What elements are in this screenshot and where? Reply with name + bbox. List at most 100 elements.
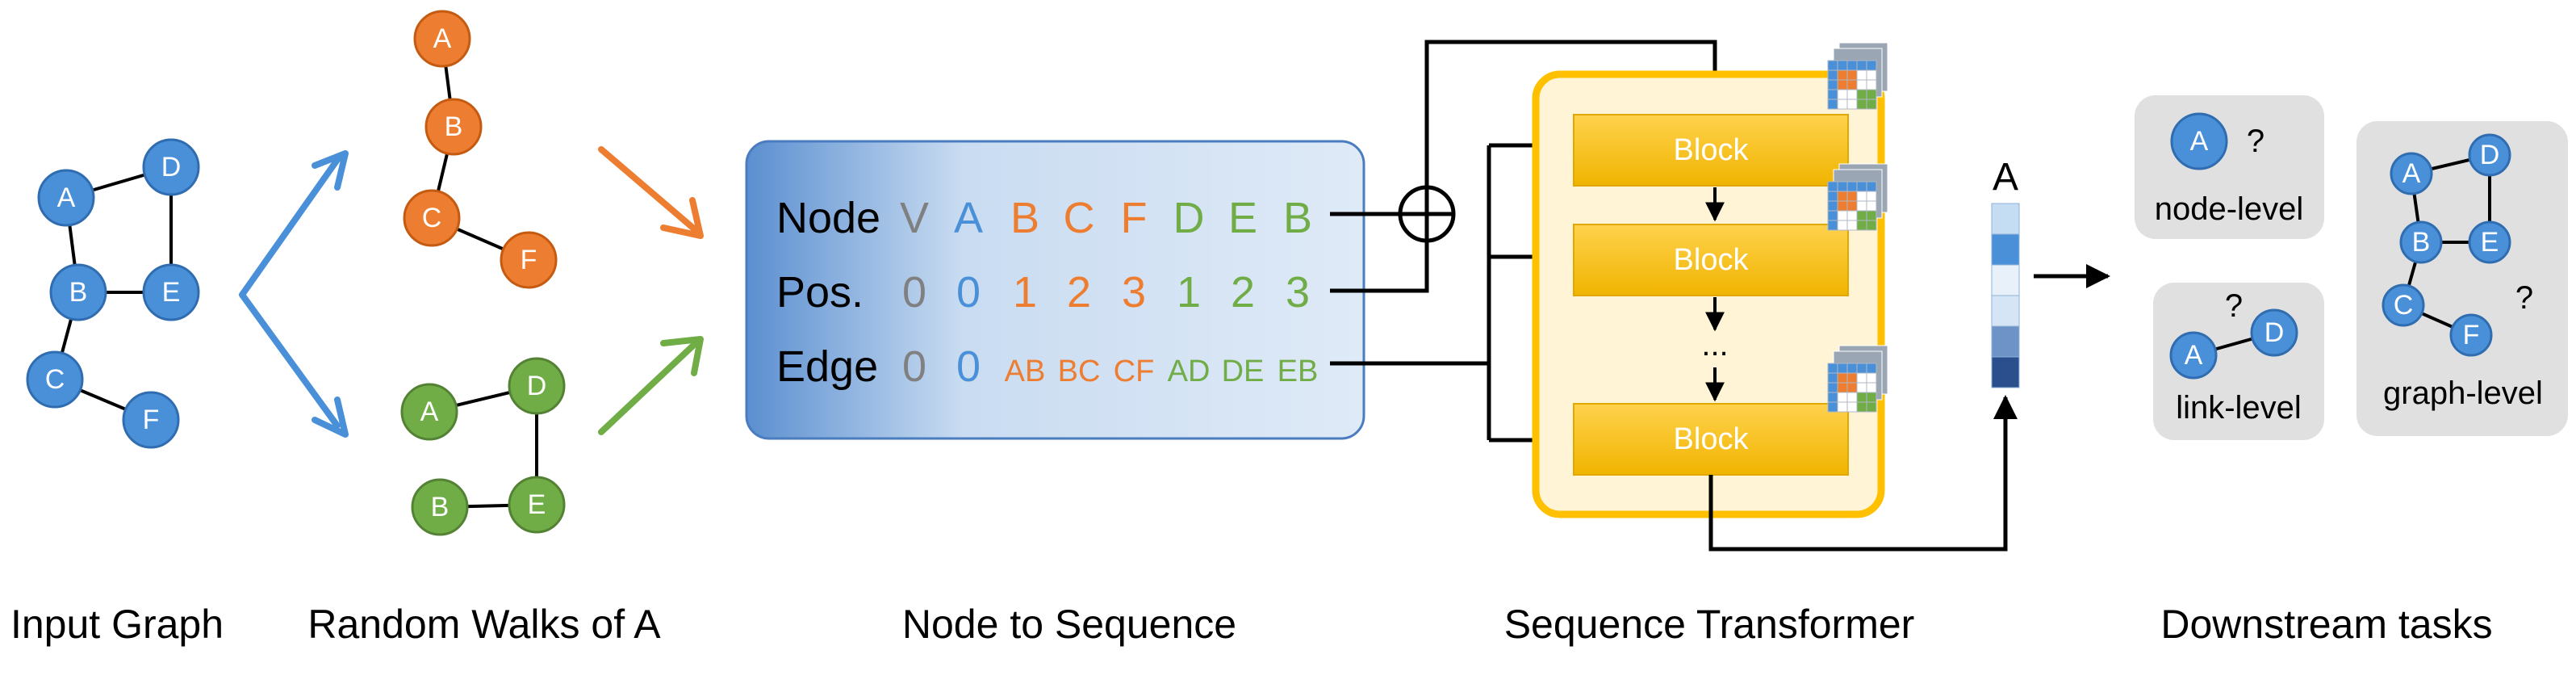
walk-node: F (500, 231, 558, 289)
graph-node: A (37, 169, 95, 227)
sequence-token: B (1283, 194, 1312, 242)
node-label: A (433, 23, 452, 54)
question-mark: ? (2515, 280, 2533, 316)
task-node: A (2390, 152, 2433, 195)
pos-row-line (1330, 241, 1429, 293)
node-label: B (445, 111, 463, 142)
node-label: A (2190, 126, 2209, 157)
transformer-block-1 (1573, 114, 1849, 187)
random-walk-green: A D B E (400, 357, 566, 536)
sequence-token: E (1228, 194, 1257, 242)
output-embedding: A (1991, 156, 2020, 388)
sequence-token: 0 (956, 268, 981, 317)
node-label: A (2402, 158, 2421, 189)
green-arrow-head (660, 336, 704, 376)
sequence-token: 0 (902, 268, 926, 317)
branch-line (239, 155, 342, 430)
graph-node: C (26, 350, 84, 409)
sequence-token: BC (1058, 354, 1101, 388)
node-label: F (2463, 320, 2480, 350)
transformer-block-2 (1573, 224, 1849, 296)
graph-node: F (122, 391, 180, 449)
graph-node: B (49, 263, 107, 321)
row-label-node: Node (776, 194, 880, 242)
node-label: D (2480, 140, 2500, 170)
graph-node: D (142, 138, 200, 196)
walk-node: A (413, 10, 471, 68)
node-label: D (527, 371, 547, 401)
block-ellipsis: ... (1701, 327, 1728, 363)
node-label: A (2185, 340, 2203, 371)
task-node: A (2170, 112, 2228, 170)
sequence-token: 1 (1177, 268, 1201, 317)
row-label-edge: Edge (776, 342, 878, 391)
node-level-label: node-level (2155, 191, 2304, 227)
block-label: Block (1674, 243, 1750, 277)
sequence-token: 2 (1067, 268, 1091, 317)
sequence-token: F (1121, 194, 1148, 242)
orange-arrow-head (660, 197, 704, 239)
input-graph: A D B E C F (26, 138, 200, 449)
green-arrow (598, 340, 699, 435)
transformer-output-line (1708, 395, 2018, 552)
downstream-tasks: A ? node-level A D ? link-level A D B E … (2135, 95, 2568, 440)
node-label: C (45, 364, 65, 395)
node-label: B (2412, 227, 2431, 258)
node-label: C (422, 203, 442, 233)
node-label: E (528, 489, 546, 520)
sequence-token: B (1010, 194, 1039, 242)
caption-input-graph: Input Graph (10, 602, 224, 647)
sequence-token: AD (1168, 354, 1211, 388)
sequence-token: C (1064, 194, 1095, 242)
sequence-token: 0 (902, 342, 926, 391)
node-label: F (521, 245, 537, 275)
sequence-token: 1 (1013, 268, 1037, 317)
caption-sequence-transformer: Sequence Transformer (1504, 602, 1915, 647)
walk-node: E (508, 476, 566, 534)
walk-node: A (400, 383, 458, 441)
task-node: C (2382, 283, 2425, 327)
attention-matrix-icon (1827, 42, 1888, 110)
sequence-token: 3 (1286, 268, 1310, 317)
sequence-token: 0 (956, 342, 981, 391)
task-node: E (2468, 220, 2511, 264)
walk-to-sequence-arrows (598, 146, 704, 435)
task-node: D (2468, 133, 2511, 177)
node-label: E (2481, 227, 2499, 258)
caption-node-to-sequence: Node to Sequence (902, 602, 1236, 647)
task-node: B (2399, 220, 2443, 264)
node-label: A (57, 182, 76, 213)
node-label: C (2394, 290, 2414, 321)
node-label: A (420, 396, 439, 427)
embedding-label: A (1993, 156, 2018, 199)
sequence-token: V (900, 194, 929, 242)
walk-node: B (424, 98, 483, 156)
row-label-pos: Pos. (776, 268, 864, 317)
arrow-up-head (312, 150, 349, 191)
block-label: Block (1674, 133, 1750, 167)
sequence-token: AB (1005, 354, 1046, 388)
sequence-token: 2 (1231, 268, 1255, 317)
question-mark: ? (2247, 124, 2264, 159)
captions: Input Graph Random Walks of A Node to Se… (10, 602, 2493, 647)
block-label: Block (1674, 422, 1750, 456)
sequence-token: CF (1114, 354, 1155, 388)
attention-matrix-icon (1827, 345, 1888, 413)
caption-downstream-tasks: Downstream tasks (2160, 602, 2492, 647)
orange-arrow (598, 146, 699, 233)
transformer-block-3 (1573, 403, 1849, 476)
node-label: E (162, 277, 181, 308)
node-label: D (161, 152, 182, 182)
random-walk-orange: A B C F (403, 10, 558, 289)
graph-level-panel (2356, 121, 2568, 436)
task-node: F (2449, 313, 2493, 357)
graph-level-label: graph-level (2383, 375, 2543, 411)
link-level-label: link-level (2176, 390, 2302, 426)
node-label: F (143, 405, 160, 435)
walk-node: C (403, 189, 461, 247)
sequence-token: 3 (1122, 268, 1146, 317)
branch-arrows (239, 150, 349, 438)
task-node: A (2169, 331, 2218, 380)
sequence-token: DE (1222, 354, 1265, 388)
